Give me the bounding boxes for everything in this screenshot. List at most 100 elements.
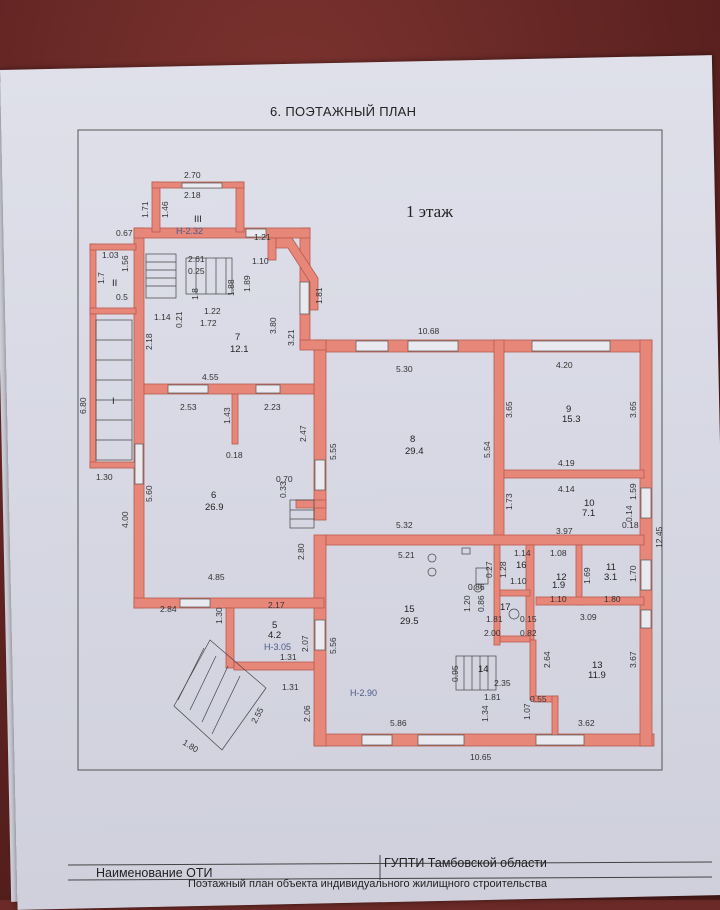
room-12-area: 1.9: [552, 580, 565, 591]
dim-label: 1.73: [504, 493, 514, 510]
dim-label: 5.55: [328, 443, 338, 460]
dim-label: 1.7: [96, 272, 106, 284]
dim-label: 0.27: [484, 561, 494, 578]
dim-label: 2.00: [484, 628, 501, 638]
dim-label: 1.89: [242, 275, 252, 292]
dim-label: 1.56: [120, 255, 130, 272]
dim-label: 1.20: [462, 595, 472, 612]
windows: [134, 182, 652, 746]
dim-label: 1.10: [510, 576, 527, 586]
room-13-area: 11.9: [588, 670, 606, 681]
dim-label: 5.86: [390, 718, 407, 728]
dim-label: 0.82: [520, 628, 537, 638]
dim-label: 1.03: [102, 250, 119, 260]
dim-label: 2.64: [542, 651, 552, 668]
room-11-number: 11: [606, 562, 616, 573]
dim-label: 2.23: [264, 402, 281, 412]
dim-label: 0.15: [520, 614, 537, 624]
dim-label: 0.86: [468, 582, 485, 592]
dim-label: 3.21: [286, 329, 296, 346]
room-15-number: 15: [404, 604, 415, 615]
dim-label: 0.18: [622, 520, 639, 530]
dim-label: 1.81: [484, 692, 501, 702]
room-9-area: 15.3: [562, 414, 581, 425]
dim-label: 1.21: [254, 232, 271, 242]
room-8-number: 8: [410, 434, 415, 445]
room-5-area: 4.2: [268, 630, 281, 641]
dim-label: 3.09: [580, 612, 597, 622]
dim-label: 2.84: [160, 604, 177, 614]
dim-label: 1.22: [204, 306, 221, 316]
dim-label: 2.06: [302, 705, 312, 722]
dim-label: 4.14: [558, 484, 575, 494]
dim-label: 1.81: [314, 287, 324, 304]
room-6-area: 26.9: [205, 502, 224, 513]
dim-label: 4.19: [558, 458, 575, 468]
dim-label: 1.43: [222, 407, 232, 424]
dim-label: 2.17: [268, 600, 285, 610]
dim-label: 1.31: [282, 682, 299, 692]
dim-label: 1.72: [200, 318, 217, 328]
dim-label: 4.85: [208, 572, 225, 582]
dim-label: 2.07: [300, 635, 310, 652]
dim-label: 0.14: [624, 505, 634, 522]
dim-label: 3.65: [504, 401, 514, 418]
dim-label: 1.10: [252, 256, 269, 266]
footer-rule: [67, 876, 713, 881]
dim-label: 1.07: [522, 703, 532, 720]
dim-label: 2.18: [144, 333, 154, 350]
dim-label: 0.67: [116, 228, 133, 238]
room-I-number: I: [112, 396, 115, 407]
room-14-number: 14: [478, 664, 489, 675]
dim-label: 1.30: [214, 607, 224, 624]
dim-label: 1.70: [628, 565, 638, 582]
room-16-number: 16: [516, 560, 527, 571]
dim-label: 2.70: [184, 170, 201, 180]
dim-label: 0.70: [276, 474, 293, 484]
dim-label: 1.10: [550, 594, 567, 604]
room-13-number: 13: [592, 660, 603, 671]
room-11-area: 3.1: [604, 572, 617, 583]
dim-label: 5.56: [328, 637, 338, 654]
dim-label: 3.97: [556, 526, 573, 536]
dim-label: 5.32: [396, 520, 413, 530]
dim-label: 1.8: [190, 288, 200, 300]
dim-label: 1.80: [181, 737, 201, 754]
drawing-frame: [77, 129, 663, 771]
room-10-number: 10: [584, 498, 595, 509]
dim-label: 6.80: [78, 397, 88, 414]
dim-label: 5.21: [398, 550, 415, 560]
footer-rule: [67, 861, 713, 866]
dim-label: 0.25: [188, 266, 205, 276]
dim-label: 1.59: [628, 483, 638, 500]
dim-label: 1.46: [160, 201, 170, 218]
page-title: 6. ПОЭТАЖНЫЙ ПЛАН: [270, 104, 417, 119]
dim-label: 5.60: [144, 485, 154, 502]
dim-label: 1.14: [514, 548, 531, 558]
dim-label: 4.00: [120, 511, 130, 528]
floor-label: 1 этаж: [406, 202, 453, 221]
dim-label: 3.67: [628, 651, 638, 668]
room-12-number: 12: [556, 572, 567, 583]
room-8-area: 29.4: [405, 446, 424, 457]
dim-label: 0.55: [530, 694, 547, 704]
room-15-height: Н-2.90: [350, 688, 377, 698]
dim-label: 1.80: [604, 594, 621, 604]
room-7-number: 7: [235, 332, 240, 343]
footer-organization: ГУПТИ Тамбовской области: [384, 856, 547, 870]
dim-label: 4.20: [556, 360, 573, 370]
dim-label: 1.81: [486, 614, 503, 624]
dim-label: 1.34: [480, 705, 490, 722]
dim-label: 2.80: [296, 543, 306, 560]
room-15-area: 29.5: [400, 616, 419, 627]
dim-label: 1.30: [96, 472, 113, 482]
room-17-number: 17: [500, 602, 511, 613]
dimension-labels: 2.70 2.18 1.71 1.46 0.67 1.21 1.10 1.03 …: [78, 170, 664, 762]
staircases: [95, 253, 520, 751]
dim-label: 2.53: [180, 402, 197, 412]
dim-label: 1.88: [226, 279, 236, 296]
room-7-area: 12.1: [230, 344, 249, 355]
dim-label: 0.86: [476, 595, 486, 612]
dim-label: 2.35: [494, 678, 511, 688]
